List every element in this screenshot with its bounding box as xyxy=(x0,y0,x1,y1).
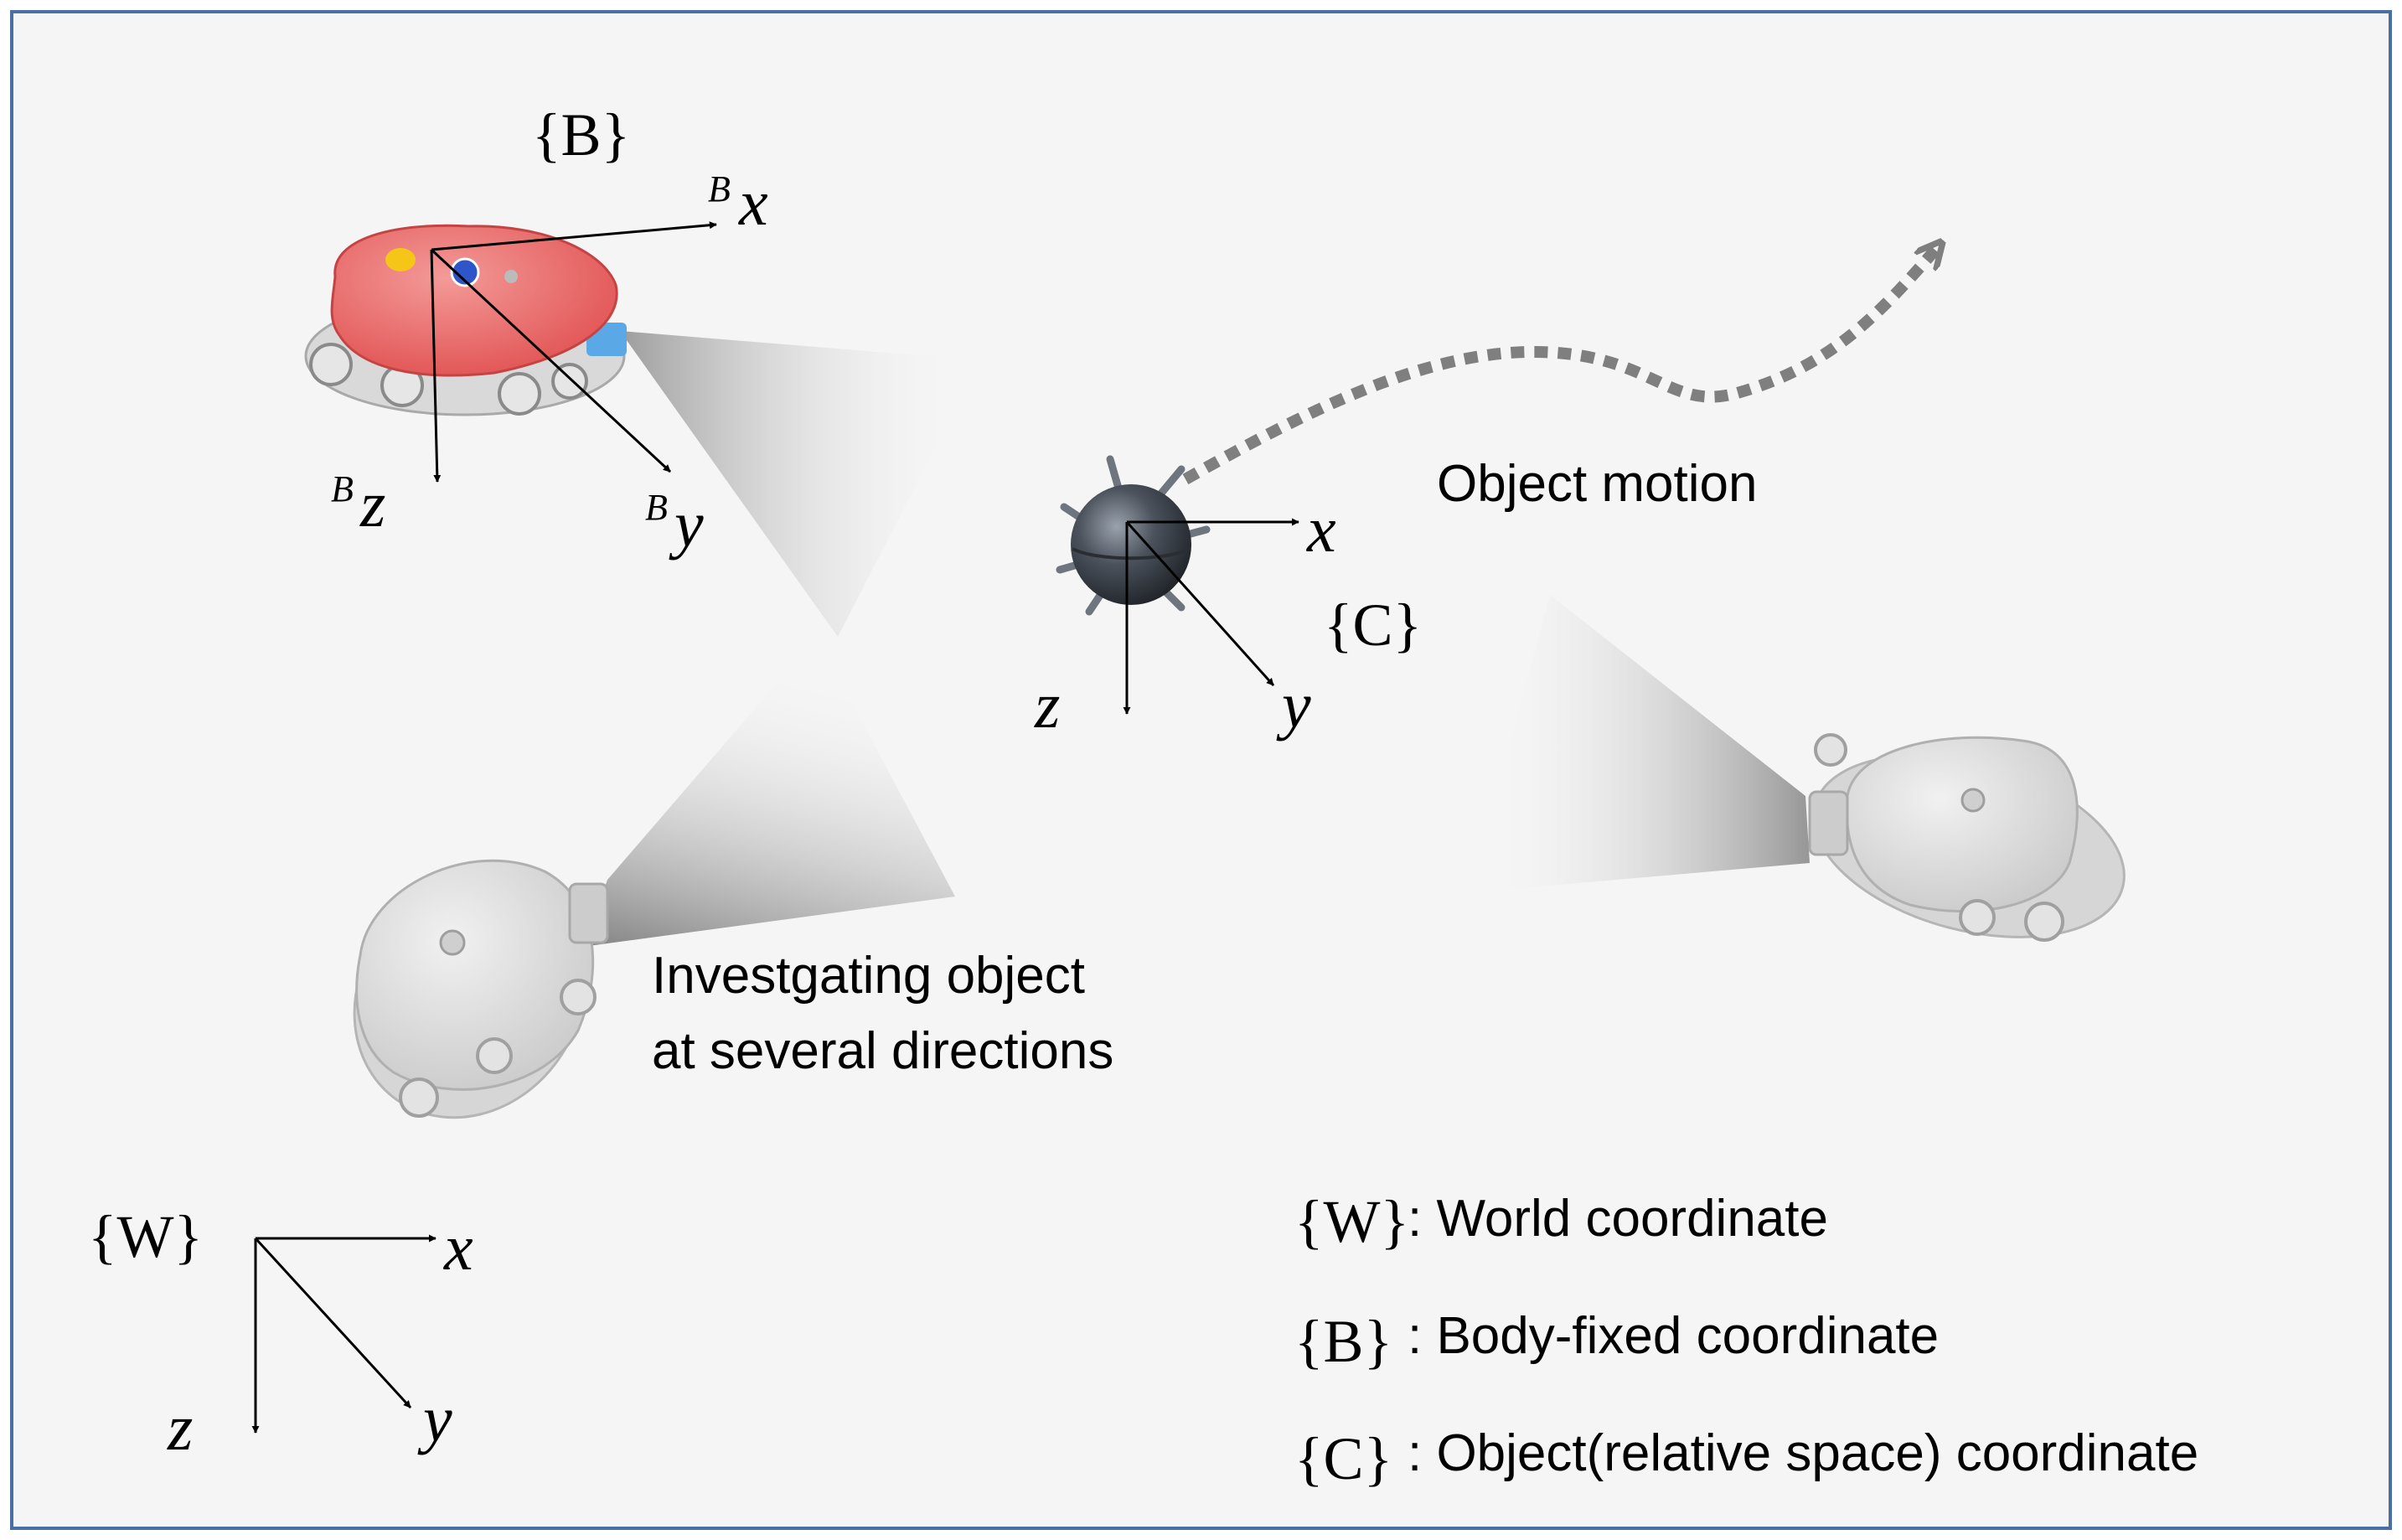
robot-ghost-right xyxy=(1808,733,2126,942)
body-z-axis xyxy=(430,249,442,483)
body-y-superscript: B xyxy=(645,487,668,528)
view-cone-top xyxy=(620,331,980,637)
body-y-axis xyxy=(430,248,672,473)
body-x-superscript: B xyxy=(708,168,731,209)
object-y-axis xyxy=(1125,520,1275,687)
object-z-label: z xyxy=(1034,669,1060,742)
legend-symbol-body: {B} xyxy=(1294,1308,1392,1375)
legend-symbol-object: {C} xyxy=(1294,1425,1392,1492)
robot-ghost-left xyxy=(353,859,609,1119)
body-frame-name: {B} xyxy=(532,101,630,168)
world-frame-name: {W} xyxy=(88,1203,203,1270)
object-frame-name: {C} xyxy=(1324,592,1422,659)
view-cone-bottom-left xyxy=(582,637,955,947)
underwater-robot-icon xyxy=(304,224,627,416)
underwater-robot-ghost-icon xyxy=(1808,733,2126,942)
legend: {W} : World coordinate {B} : Body-fixed … xyxy=(1294,1188,2198,1492)
object-motion-label: Object motion xyxy=(1437,455,1758,513)
legend-text-world: : World coordinate xyxy=(1408,1190,1828,1248)
legend-text-body: : Body-fixed coordinate xyxy=(1408,1307,1939,1365)
legend-text-object: : Object(relative space) coordinate xyxy=(1408,1424,2198,1482)
body-z-superscript: B xyxy=(331,468,354,509)
object-frame-axes xyxy=(1123,518,1299,715)
sea-mine-icon xyxy=(1056,455,1211,616)
body-x-axis xyxy=(431,221,717,251)
body-z-label: z xyxy=(359,468,385,540)
underwater-robot-ghost-icon xyxy=(353,859,609,1119)
world-frame-axes xyxy=(251,1234,436,1434)
legend-symbol-world: {W} xyxy=(1294,1188,1409,1255)
world-y-axis xyxy=(254,1237,412,1409)
body-x-label: x xyxy=(738,166,768,239)
view-cone-right xyxy=(1470,595,1810,892)
world-x-label: x xyxy=(443,1211,473,1284)
body-y-label: y xyxy=(669,488,704,561)
world-z-label: z xyxy=(167,1391,193,1464)
object-x-label: x xyxy=(1306,493,1336,566)
investigating-label-line1: Investgating object xyxy=(652,947,1085,1005)
object-motion-arrow xyxy=(1182,245,1940,485)
robot-active xyxy=(304,224,627,416)
body-frame-axes xyxy=(430,221,717,483)
world-y-label: y xyxy=(417,1382,452,1455)
investigating-label-line2: at several directions xyxy=(652,1022,1113,1080)
object-y-label: y xyxy=(1276,669,1311,742)
